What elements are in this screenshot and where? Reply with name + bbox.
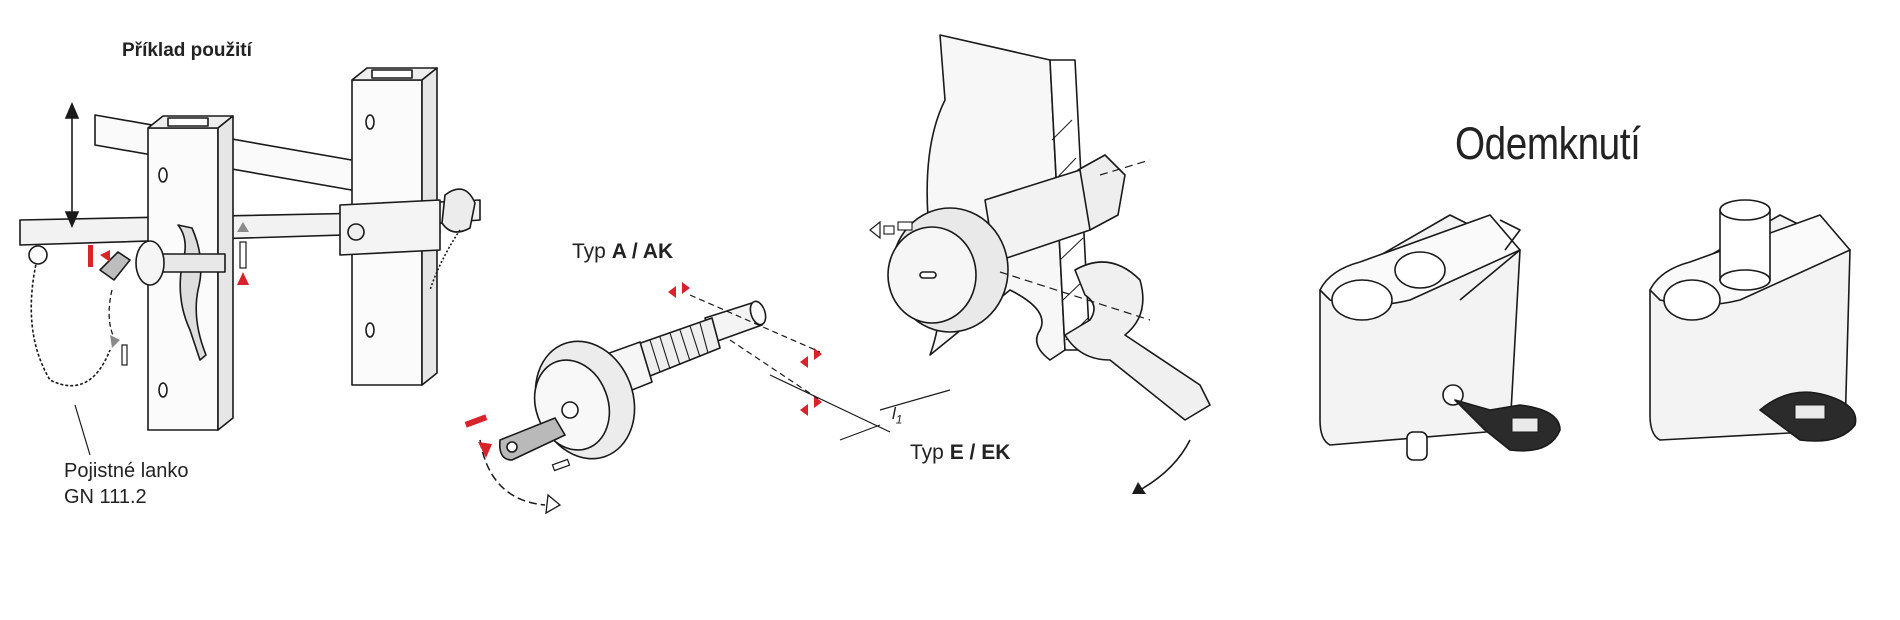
lock-icon	[1442, 384, 1464, 406]
bore-opening	[1663, 279, 1721, 321]
cable-eyelet	[28, 245, 48, 265]
height-arrow-icon	[64, 101, 80, 229]
type-e-label: Typ E / EK	[910, 441, 1010, 465]
rail-upper	[94, 114, 381, 196]
pull-direction-arrow-icon	[869, 220, 913, 240]
stud-bolt	[347, 223, 365, 241]
lock-icon	[561, 401, 579, 419]
pin-retracted	[1406, 431, 1428, 461]
type-a-label: Typ A / AK	[572, 240, 673, 264]
wrench-rotation-arrow-icon	[1132, 439, 1191, 494]
post-left-side	[217, 115, 234, 431]
hole	[158, 167, 168, 183]
chain-right	[429, 229, 461, 291]
dim-subscript: 1	[895, 412, 903, 427]
key-icon	[1454, 399, 1561, 452]
post-right-opening	[371, 69, 413, 79]
padlock-right	[441, 188, 476, 233]
clamp	[339, 199, 441, 256]
key-icon	[498, 417, 566, 461]
hole	[158, 382, 168, 398]
pin-travel-markers	[668, 282, 951, 441]
unlock-drawing-right	[1649, 199, 1857, 442]
hole	[365, 114, 375, 130]
cable-label-line1: Pojistné lanko	[64, 460, 189, 482]
dim-symbol: l	[892, 404, 896, 423]
usage-example-title: Příklad použití	[122, 40, 252, 61]
safety-cable-label: Pojistné lanko GN 111.2	[64, 458, 189, 510]
unlock-title: Odemknutí	[1455, 118, 1641, 169]
plunger-type-a-drawing	[498, 300, 767, 461]
type-a-prefix: Typ	[572, 240, 612, 263]
type-a-code: A / AK	[611, 240, 674, 263]
rotation-arrow-icon	[464, 414, 571, 515]
thread-lines	[649, 322, 709, 373]
dimension-l1-label: l1	[892, 404, 902, 426]
key-icon	[99, 251, 131, 281]
post-left-opening	[167, 117, 209, 127]
bore-opening	[1394, 251, 1446, 289]
pin-head	[135, 240, 165, 286]
type-e-prefix: Typ	[910, 441, 950, 464]
bore-opening	[1331, 279, 1393, 321]
unlock-drawing-left	[1319, 214, 1561, 461]
cable-leader	[74, 404, 91, 456]
mounting-drawing	[887, 34, 1211, 421]
lock-icon	[919, 271, 937, 279]
safety-cable	[30, 254, 111, 387]
type-e-code: E / EK	[949, 441, 1011, 464]
pin-tip	[749, 300, 767, 326]
wrench-icon	[1064, 261, 1211, 421]
motion-indicators-left	[88, 222, 249, 366]
hole	[365, 322, 375, 338]
usage-example-drawing	[19, 67, 481, 456]
cable-label-line2: GN 111.2	[64, 486, 147, 508]
